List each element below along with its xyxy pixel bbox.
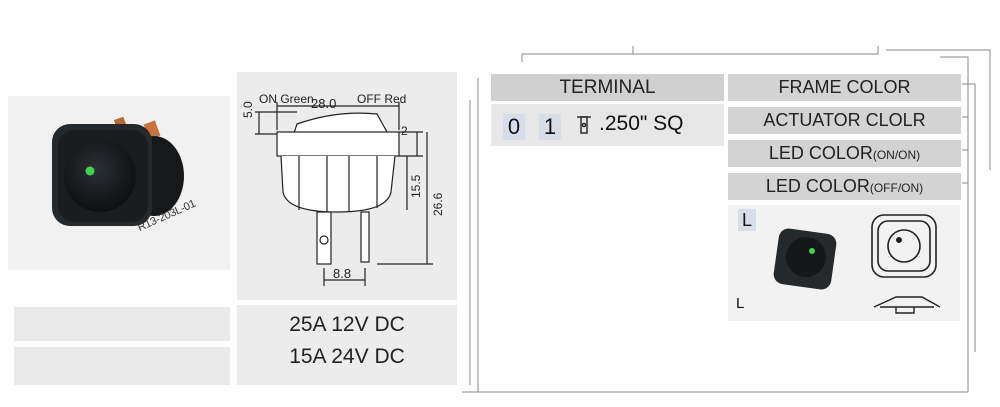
spec-row <box>14 347 230 385</box>
led-on-label: LED COLOR <box>768 143 873 163</box>
frame-color-header: FRAME COLOR <box>728 74 961 101</box>
rating-line-2: 15A 24V DC <box>289 345 405 368</box>
electrical-rating: 25A 12V DC 15A 24V DC <box>237 305 457 385</box>
terminal-option-row: 0 1 .250" SQ <box>491 104 724 146</box>
on-green-label: ON Green <box>259 92 314 106</box>
terminal-size: .250" SQ <box>599 112 684 135</box>
terminal-icon <box>577 116 591 134</box>
led-option-panel: L L <box>728 205 960 321</box>
dim-width-label: 28.0 <box>311 96 337 111</box>
terminal-code-1: 1 <box>539 114 561 140</box>
terminal-code-0: 0 <box>503 114 525 140</box>
dim-total-label: 26.6 <box>431 192 445 216</box>
spec-row <box>14 307 230 341</box>
led-switch-photo <box>773 228 837 290</box>
actuator-color-header: ACTUATOR CLOLR <box>728 107 961 134</box>
led-off-header: LED COLOR(OFF/ON) <box>728 173 961 200</box>
product-photo: R13-203L-01 <box>8 96 230 270</box>
rating-line-1: 25A 12V DC <box>289 313 405 336</box>
dim-body-label: 15.5 <box>409 174 423 198</box>
terminal-header: TERMINAL <box>491 74 724 101</box>
dimension-drawing: ON Green OFF Red 28.0 5.0 2 15.5 26.6 8.… <box>237 72 457 300</box>
led-on-header: LED COLOR(ON/ON) <box>728 140 961 167</box>
off-red-label: OFF Red <box>357 92 407 106</box>
switch-side-view-icon <box>873 296 941 314</box>
led-code-caption: L <box>736 295 745 312</box>
dim-pin-label: 8.8 <box>333 266 352 281</box>
rocker-switch-photo <box>52 116 184 226</box>
switch-drawing <box>255 102 433 286</box>
switch-front-view-icon <box>871 214 937 278</box>
dim-top-label: 5.0 <box>241 101 255 118</box>
led-code-box: L <box>738 209 756 231</box>
led-off-label: LED COLOR <box>765 176 870 196</box>
led-off-mode: (OFF/ON) <box>869 181 924 195</box>
led-on-mode: (ON/ON) <box>872 148 921 162</box>
dim-step-label: 2 <box>401 124 408 138</box>
